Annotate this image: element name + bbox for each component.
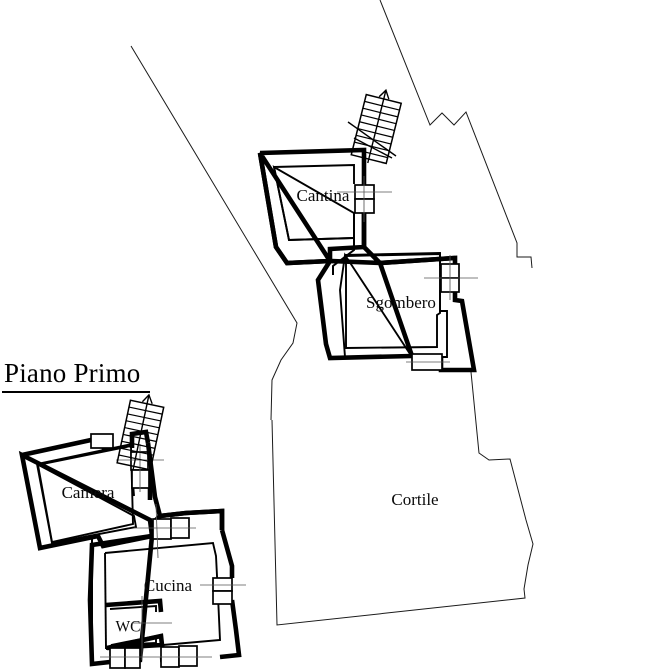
room-label-cantina: Cantina xyxy=(297,186,350,205)
room-wc-group: WC xyxy=(105,596,172,660)
property-boundary-lines xyxy=(130,0,534,626)
stair-upper-rail xyxy=(347,121,397,157)
stair-upper-direction-line xyxy=(367,91,387,164)
openings-group xyxy=(337,176,478,371)
wc-walls xyxy=(105,598,165,651)
page-title-underline xyxy=(2,391,150,393)
sgombero-room-face xyxy=(345,253,441,349)
cucina-openings-group xyxy=(100,503,246,669)
opening-cucina-south-1 xyxy=(109,647,126,669)
stair-upper-arrowhead xyxy=(378,88,390,100)
opening-cucina-south-4 xyxy=(178,645,198,667)
staircase-lower xyxy=(116,393,165,471)
opening-camera-east-2 xyxy=(131,469,150,489)
opening-cucina-east-2 xyxy=(212,590,233,605)
axis-cucina-north-v xyxy=(155,503,159,559)
stair-lower-direction-line xyxy=(132,395,150,471)
boundary-line-east xyxy=(379,0,533,269)
room-label-cucina: Cucina xyxy=(144,576,193,595)
connector-wall-inner xyxy=(332,213,355,275)
opening-cantina-east-2 xyxy=(354,198,375,214)
stair-upper-rail-2 xyxy=(353,137,393,159)
stair-lower-arrowhead xyxy=(141,393,153,405)
room-camera-group: Camera xyxy=(18,429,155,551)
opening-camera-north xyxy=(90,433,114,449)
room-label-sgombero: Sgombero xyxy=(366,293,436,312)
opening-cucina-east-1 xyxy=(212,577,233,592)
staircase-upper xyxy=(350,88,403,165)
cucina-room-face-left xyxy=(104,552,107,650)
room-cantina-group: Cantina xyxy=(257,147,367,266)
camera-room-face xyxy=(36,444,134,544)
page-title: Piano Primo xyxy=(4,358,141,388)
boundary-line-west xyxy=(130,45,298,421)
room-label-wc: WC xyxy=(116,619,141,636)
opening-cucina-north-1 xyxy=(152,518,172,540)
room-label-cortile: Cortile xyxy=(391,490,438,509)
room-label-camera: Camera xyxy=(62,483,115,502)
boundary-line-courtyard xyxy=(271,371,534,626)
cantina-outer-wall-lower xyxy=(257,152,331,266)
stair-upper-outline xyxy=(350,93,403,165)
stair-lower-outline xyxy=(116,399,165,471)
opening-cucina-south-2 xyxy=(124,647,141,669)
wc-inner xyxy=(109,604,157,646)
cantina-inner-wall-lower xyxy=(273,166,355,241)
